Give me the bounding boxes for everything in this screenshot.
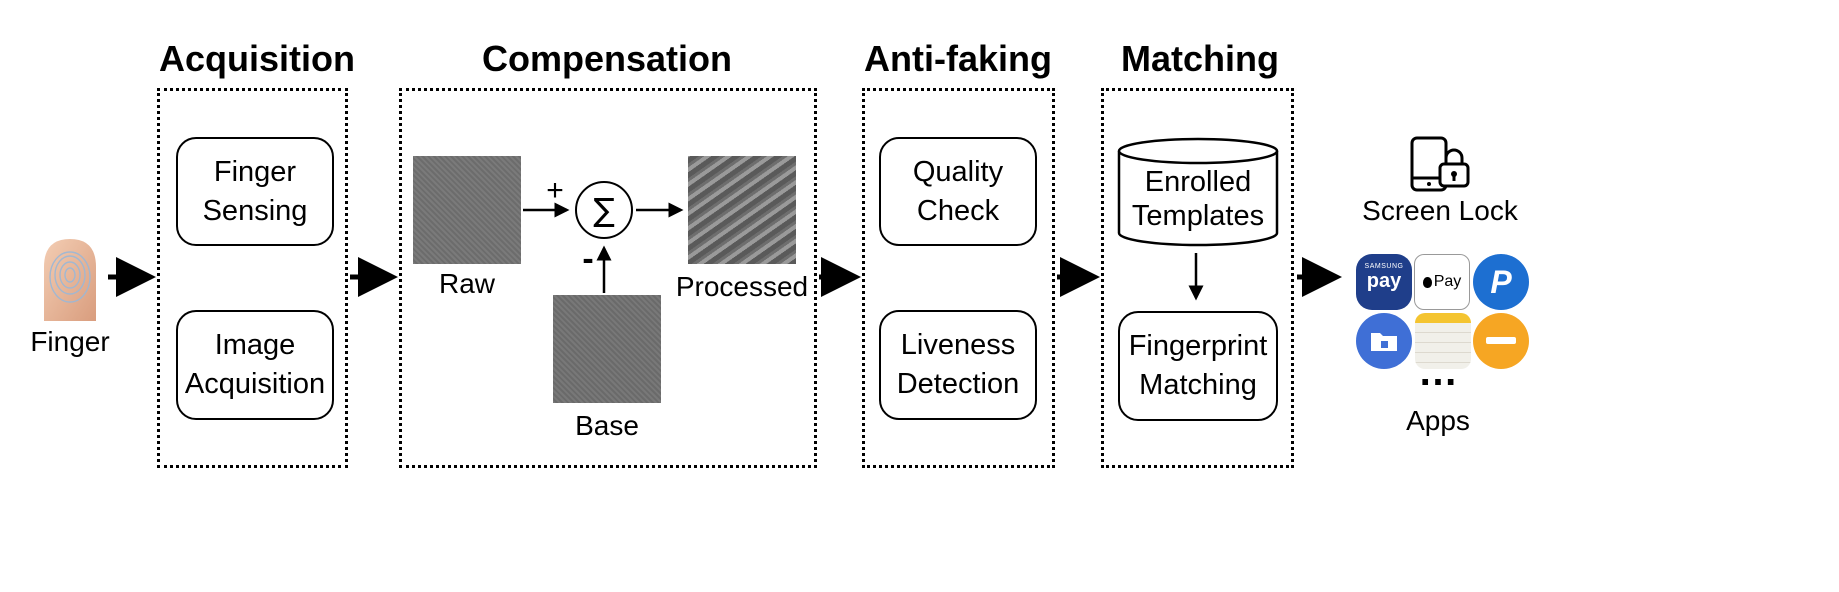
apple-pay-brand: Pay bbox=[1433, 273, 1462, 290]
quality-check-line2: Check bbox=[916, 194, 1000, 227]
samsung-pay-brand: pay bbox=[1366, 270, 1402, 292]
apple-pay-icon: Pay bbox=[1414, 254, 1470, 310]
finger-sensing-box: Finger Sensing bbox=[176, 137, 334, 246]
finger-image bbox=[36, 237, 104, 321]
finger-sensing-line1: Finger bbox=[213, 155, 297, 188]
samsung-pay-brand-top: SAMSUNG bbox=[1364, 263, 1404, 270]
liveness-detection-box: Liveness Detection bbox=[879, 310, 1037, 420]
antifaking-title: Anti-faking bbox=[864, 38, 1052, 79]
compensation-stage bbox=[399, 88, 817, 468]
liveness-detection-line1: Liveness bbox=[900, 329, 1016, 361]
raw-label: Raw bbox=[438, 268, 495, 299]
antifaking-stage bbox=[862, 88, 1055, 468]
compensation-title: Compensation bbox=[481, 38, 732, 79]
enrolled-templates-database: Enrolled Templates bbox=[1117, 137, 1279, 247]
fingerprint-matching-box: Fingerprint Matching bbox=[1118, 311, 1278, 421]
finger-sensing-line2: Sensing bbox=[202, 194, 308, 227]
phone-lock-icon bbox=[1408, 136, 1474, 194]
base-image bbox=[553, 295, 661, 403]
quality-check-line1: Quality bbox=[912, 155, 1004, 188]
samsung-pay-icon: SAMSUNG pay bbox=[1356, 254, 1412, 310]
secure-folder-icon bbox=[1356, 313, 1412, 369]
quality-check-box: Quality Check bbox=[879, 137, 1037, 246]
image-acquisition-line2: Acquisition bbox=[184, 368, 326, 400]
fingerprint-matching-line1: Fingerprint bbox=[1128, 330, 1268, 362]
plus-sign: + bbox=[546, 174, 564, 207]
paypal-icon: P bbox=[1473, 254, 1529, 310]
apple-logo-icon bbox=[1422, 276, 1432, 288]
image-acquisition-box: Image Acquisition bbox=[176, 310, 334, 420]
sum-symbol: ∑ bbox=[593, 191, 615, 229]
paypal-brand: P bbox=[1490, 263, 1512, 300]
apps-label: Apps bbox=[1406, 405, 1470, 436]
enrolled-templates-line1: Enrolled bbox=[1144, 166, 1252, 198]
wallet-icon bbox=[1473, 313, 1529, 369]
raw-image bbox=[413, 156, 521, 264]
liveness-detection-line2: Detection bbox=[896, 368, 1020, 400]
screen-lock-label: Screen Lock bbox=[1362, 195, 1518, 226]
processed-label: Processed bbox=[675, 271, 809, 302]
base-label: Base bbox=[575, 410, 639, 441]
acquisition-title: Acquisition bbox=[159, 38, 355, 79]
fingerprint-matching-line2: Matching bbox=[1139, 369, 1257, 401]
image-acquisition-line1: Image bbox=[214, 329, 296, 361]
minus-sign: - bbox=[582, 240, 594, 278]
acquisition-stage bbox=[157, 88, 348, 468]
sum-node: ∑ bbox=[575, 181, 633, 239]
enrolled-templates-line2: Templates bbox=[1131, 200, 1265, 232]
processed-image bbox=[688, 156, 796, 264]
finger-label: Finger bbox=[30, 326, 110, 357]
apps-ellipsis: … bbox=[1418, 350, 1458, 394]
matching-stage bbox=[1101, 88, 1294, 468]
notes-icon bbox=[1415, 313, 1471, 369]
matching-title: Matching bbox=[1121, 38, 1279, 79]
